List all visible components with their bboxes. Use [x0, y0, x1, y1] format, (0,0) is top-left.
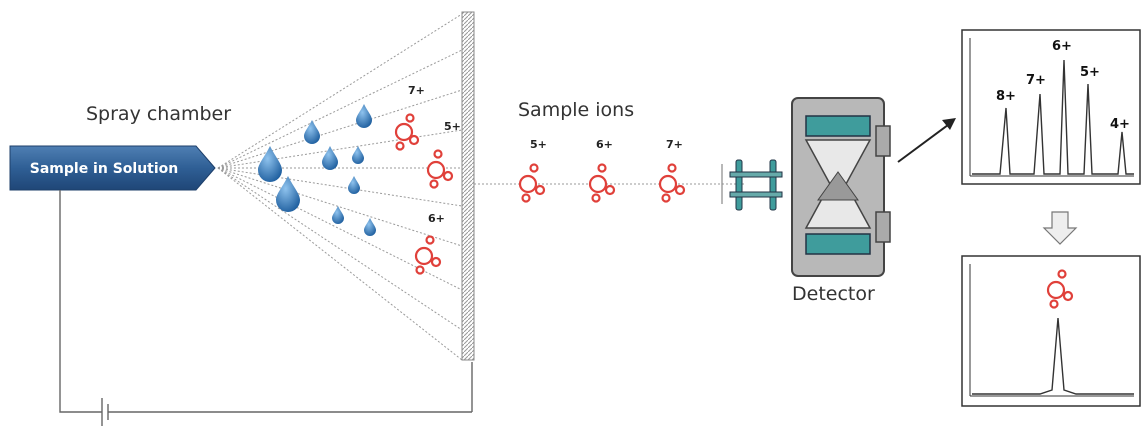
spray-fan	[217, 13, 463, 361]
peak-label-4: 5+	[1080, 65, 1100, 80]
droplet	[352, 146, 364, 164]
spray-charge-top: 7+	[408, 84, 425, 97]
ion-charge-3: 7+	[666, 138, 683, 151]
sample-ion-5plus	[518, 163, 546, 203]
spectrum-panel-upper	[961, 29, 1141, 185]
droplet	[322, 146, 338, 170]
peak-label-5: 4+	[1110, 117, 1130, 132]
ion-optics	[729, 159, 783, 211]
detector-label: Detector	[792, 283, 875, 305]
ion-cluster-6plus	[414, 235, 442, 275]
sample-ion-6plus	[588, 163, 616, 203]
droplet	[258, 146, 282, 182]
droplet	[348, 176, 360, 194]
ion-cluster-7plus	[394, 113, 420, 151]
sample-ion-clusters	[518, 163, 686, 203]
peak-label-1: 8+	[996, 89, 1016, 104]
down-arrow-icon	[1042, 211, 1078, 245]
droplet	[356, 104, 372, 128]
droplet	[304, 120, 320, 144]
counter-electrode-plate	[461, 11, 475, 361]
peak-label-3: 6+	[1052, 39, 1072, 54]
ion-charge-2: 6+	[596, 138, 613, 151]
spray-chamber-label: Spray chamber	[86, 103, 231, 125]
spray-ion-clusters	[394, 113, 454, 275]
sample-ion-7plus	[658, 163, 686, 203]
deconvoluted-ion-cluster	[1046, 269, 1074, 309]
spray-charge-middle: 5+	[444, 120, 461, 133]
detector-apparatus	[791, 97, 891, 277]
peak-label-2: 7+	[1026, 73, 1046, 88]
droplet	[364, 218, 376, 236]
spray-charge-bottom: 6+	[428, 212, 445, 225]
sample-box-label: Sample in Solution	[30, 161, 179, 177]
circuit-wire	[59, 190, 473, 426]
ion-charge-1: 5+	[530, 138, 547, 151]
arrow-to-spectrum	[897, 118, 956, 163]
droplet	[332, 206, 344, 224]
droplet	[276, 176, 300, 212]
sample-ions-label: Sample ions	[518, 99, 634, 121]
sample-in-solution-box: Sample in Solution	[9, 145, 216, 191]
blue-droplets	[258, 104, 376, 236]
spectrum-panel-lower	[961, 255, 1141, 407]
ion-cluster-5plus	[426, 149, 454, 189]
